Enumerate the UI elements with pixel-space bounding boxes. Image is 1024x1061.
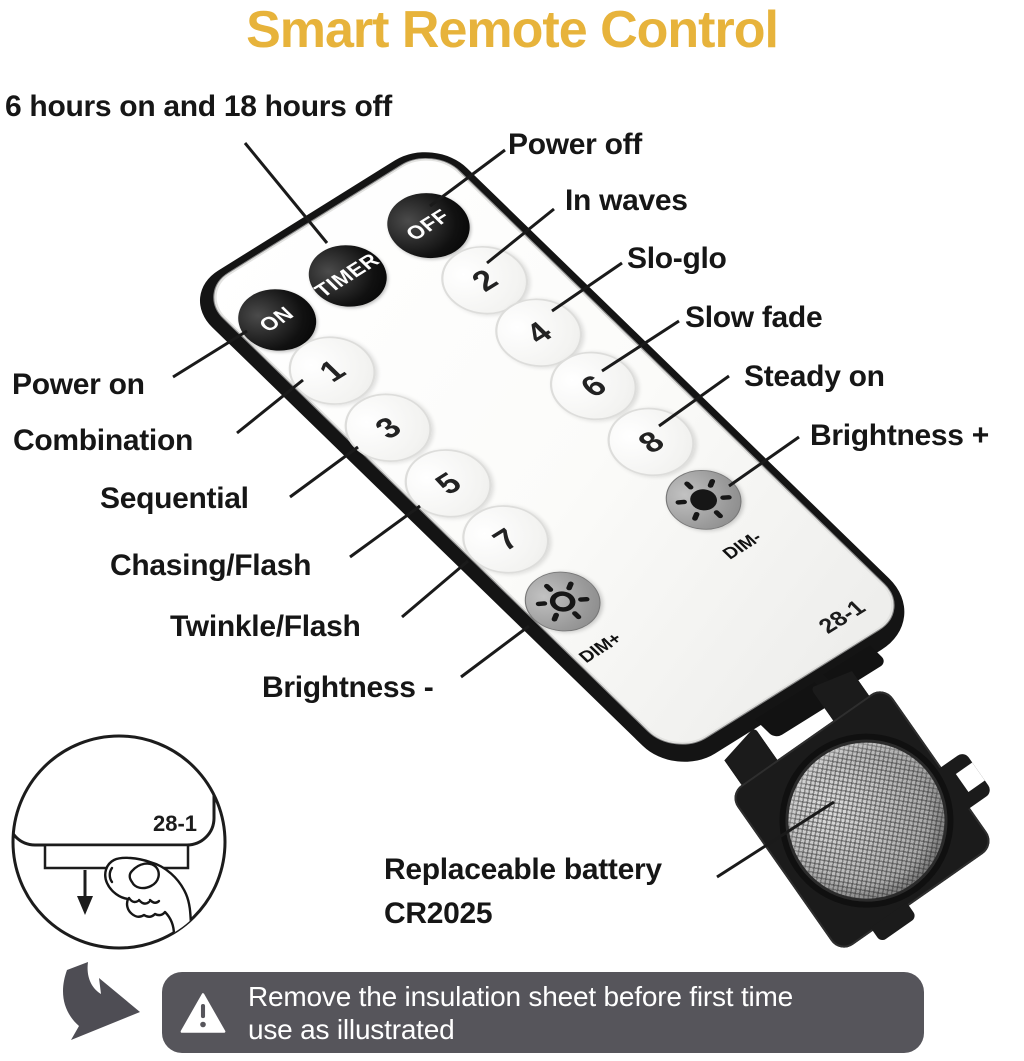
sun-filled-icon [675,479,732,521]
button-1-label: 1 [311,353,353,388]
warning-triangle-icon [180,992,226,1033]
battery-removal-inset: 28-1 [11,734,227,950]
page-title: Smart Remote Control [246,1,779,59]
label-twinkle-flash: Twinkle/Flash [170,610,361,643]
button-7-label: 7 [484,521,526,557]
label-power-off: Power off [508,128,642,161]
label-slo-glo: Slo-glo [627,242,727,275]
hand-icon [104,856,194,940]
warning-text-line2: use as illustrated [248,1013,455,1045]
off-button-label: OFF [401,205,455,245]
label-slow-fade: Slow fade [685,301,823,334]
label-brightness-plus: Brightness + [810,419,989,452]
label-sequential: Sequential [100,482,249,515]
dim-minus-button[interactable] [650,458,757,542]
sun-outline-icon [535,581,590,622]
label-steady-on: Steady on [744,360,885,393]
label-replaceable-battery: Replaceable battery CR2025 [384,848,662,935]
warning-text: Remove the insulation sheet before first… [248,980,793,1046]
callout-line-twinkle [401,559,469,619]
pull-down-arrow-icon [77,870,93,915]
battery-label-line2: CR2025 [384,896,493,930]
battery-label-line1: Replaceable battery [384,853,662,886]
warning-banner: Remove the insulation sheet before first… [162,972,924,1053]
label-timer-mode: 6 hours on and 18 hours off [5,90,392,123]
label-power-on: Power on [12,368,145,401]
button-3-label: 3 [367,410,409,445]
label-chasing-flash: Chasing/Flash [110,549,312,582]
inset-circle [11,734,227,950]
button-5-label: 5 [427,465,469,501]
on-button-label: ON [254,302,299,337]
button-2-label: 2 [463,262,505,298]
callout-line-brightness-minus [460,624,530,679]
remote-control: ON TIMER OFF 1 3 5 7 2 4 6 8 DIM+ [179,136,931,778]
button-4-label: 4 [517,315,559,350]
inset-model-label: 28-1 [153,811,197,836]
button-8-label: 8 [630,424,672,459]
dim-plus-button[interactable] [509,559,617,644]
curved-arrow-icon [63,962,140,1040]
timer-button-label: TIMER [310,249,385,302]
coin-cell-battery [753,707,980,934]
tray-clip-notch [955,762,985,792]
label-brightness-minus: Brightness - [262,671,434,704]
warning-text-line1: Remove the insulation sheet before first… [248,980,794,1012]
label-combination: Combination [13,424,194,457]
button-6-label: 6 [572,368,614,403]
label-in-waves: In waves [565,184,688,217]
remote-face [195,144,912,758]
